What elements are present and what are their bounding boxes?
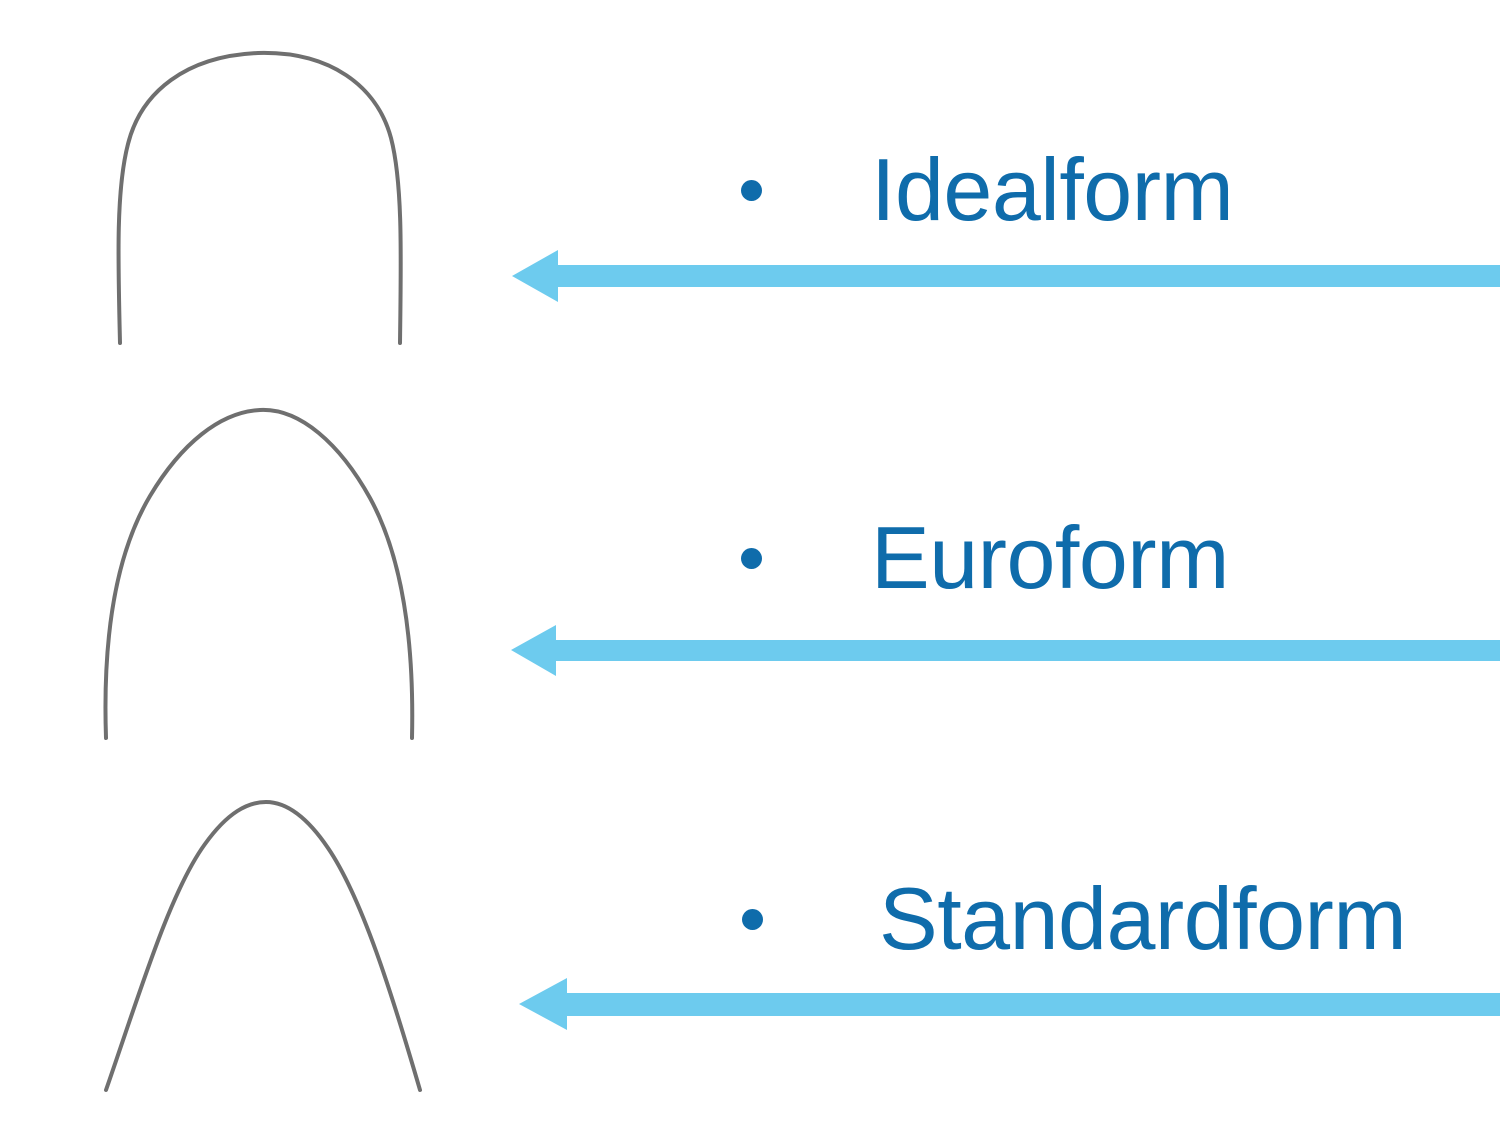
arrow-euroform — [509, 623, 1500, 677]
bullet-label-standardform: Standardform — [879, 869, 1407, 968]
bullet-dot-icon — [741, 179, 762, 201]
archwire-path-standardform — [104, 799, 422, 1092]
bullet-item-idealform[interactable]: Idealform — [741, 140, 1234, 239]
archwire-path-idealform — [116, 50, 403, 345]
arrow-standardform — [517, 976, 1500, 1032]
left-arrow-icon — [511, 625, 1500, 676]
bullet-label-euroform: Euroform — [871, 508, 1229, 607]
bullet-item-standardform[interactable]: Standardform — [742, 869, 1407, 968]
left-arrow-icon — [512, 250, 1500, 302]
archwire-diagram-standardform — [0, 782, 470, 1125]
bullet-dot-icon — [741, 547, 762, 569]
archwire-diagram-euroform — [0, 400, 470, 745]
bullet-label-idealform: Idealform — [871, 140, 1234, 239]
bullet-dot-icon — [742, 908, 763, 930]
bullet-item-euroform[interactable]: Euroform — [741, 514, 1229, 602]
left-arrow-icon — [519, 978, 1500, 1030]
arrow-idealform — [510, 248, 1500, 304]
archwire-path-euroform — [103, 407, 415, 740]
archwire-diagram-idealform — [0, 20, 470, 345]
